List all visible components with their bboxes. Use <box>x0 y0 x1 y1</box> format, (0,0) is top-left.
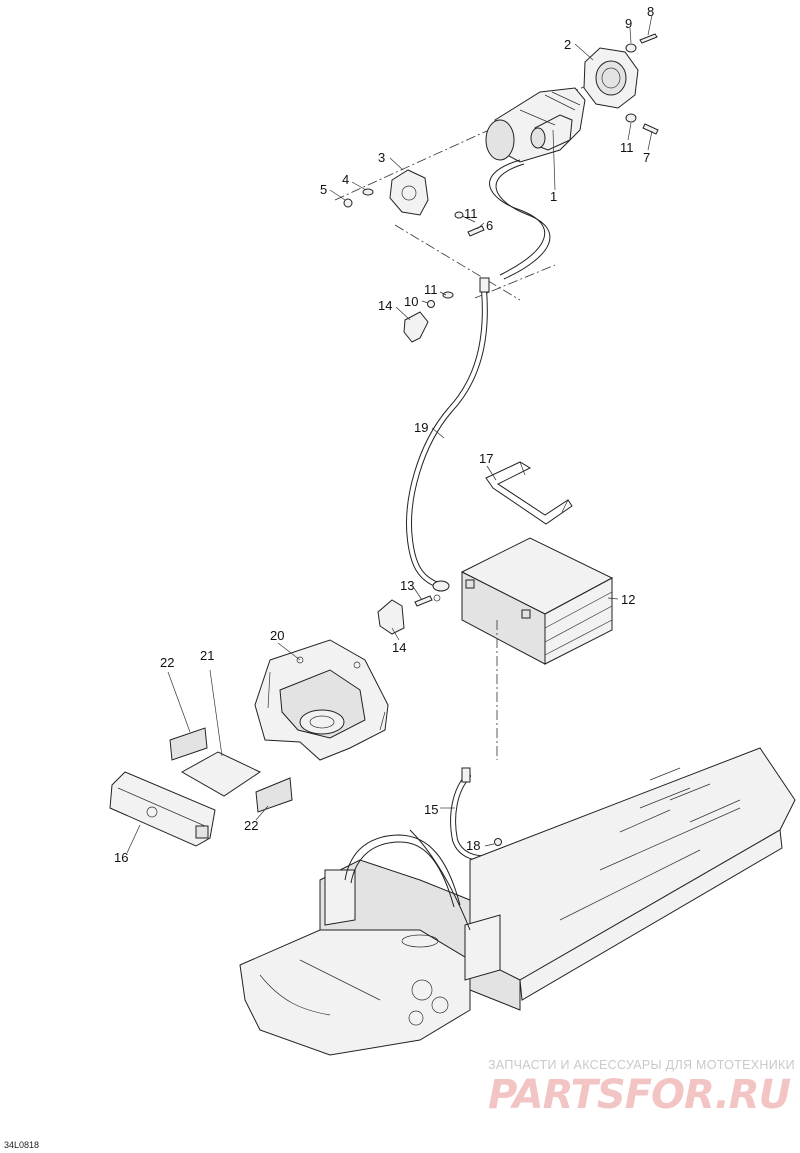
starter-cable-19 <box>406 277 490 592</box>
nut-5 <box>343 198 353 208</box>
pad-22-lower <box>255 777 293 813</box>
terminal-cap-14-lower <box>377 599 405 635</box>
callout-9: 9 <box>625 16 632 31</box>
battery-terminal-negative <box>521 609 531 619</box>
cable-lug-bottom <box>432 580 450 592</box>
washer-11 <box>625 113 637 123</box>
callout-22-upper: 22 <box>160 655 174 670</box>
washer-11 <box>442 291 454 299</box>
terminal-cap-14-upper <box>403 311 429 343</box>
leader-lines <box>126 14 653 854</box>
callout-20: 20 <box>270 628 284 643</box>
callout-18: 18 <box>466 838 480 853</box>
callout-12: 12 <box>621 592 635 607</box>
bolt-6 <box>467 225 485 237</box>
callout-14-lower: 14 <box>392 640 406 655</box>
callout-14-upper: 14 <box>378 298 392 313</box>
callout-4: 4 <box>342 172 349 187</box>
pad-21 <box>180 751 262 797</box>
battery-terminal-positive <box>465 579 475 589</box>
battery-strap-17 <box>485 461 573 525</box>
washer-11 <box>454 211 464 219</box>
nut-10 <box>427 300 435 308</box>
cable-lug-top <box>479 277 490 293</box>
callout-1: 1 <box>550 189 557 204</box>
callout-labels: 1 2 3 4 5 6 7 8 9 10 11 11 11 12 13 14 1… <box>114 4 654 865</box>
watermark-logo-text: PARTSFOR.RU <box>488 1072 791 1118</box>
callout-11-rear: 11 <box>620 140 634 155</box>
starter-assembly <box>334 33 659 301</box>
ground-lug-top <box>461 767 471 783</box>
washer-4 <box>362 188 374 196</box>
battery-cover-16 <box>109 771 216 847</box>
chassis-frame <box>239 747 796 1056</box>
callout-11-starter: 11 <box>464 206 478 221</box>
callout-7: 7 <box>643 150 650 165</box>
callout-21: 21 <box>200 648 214 663</box>
callout-5: 5 <box>320 182 327 197</box>
callout-13: 13 <box>400 578 414 593</box>
bolt-8 <box>639 33 658 44</box>
battery-tray-20 <box>254 639 389 761</box>
callout-8: 8 <box>647 4 654 19</box>
callout-2: 2 <box>564 37 571 52</box>
callout-17: 17 <box>479 451 493 466</box>
callout-3: 3 <box>378 150 385 165</box>
front-bracket-3 <box>389 169 429 216</box>
callout-16: 16 <box>114 850 128 865</box>
watermark-tagline: ЗАПЧАСТИ И АКСЕССУАРЫ ДЛЯ МОТОТЕХНИКИ <box>488 1058 795 1072</box>
bolt-13 <box>414 595 433 607</box>
drawing-code: 34L0818 <box>4 1140 40 1150</box>
callout-11-cable: 11 <box>424 282 438 297</box>
callout-6: 6 <box>486 218 493 233</box>
callout-15: 15 <box>424 802 438 817</box>
pad-22-upper <box>169 727 208 761</box>
battery-12 <box>460 537 614 665</box>
washer-9 <box>625 43 637 53</box>
callout-22-lower: 22 <box>244 818 258 833</box>
callout-19: 19 <box>414 420 428 435</box>
callout-10: 10 <box>404 294 418 309</box>
nut-18 <box>494 838 502 846</box>
bolt-7 <box>642 123 659 135</box>
